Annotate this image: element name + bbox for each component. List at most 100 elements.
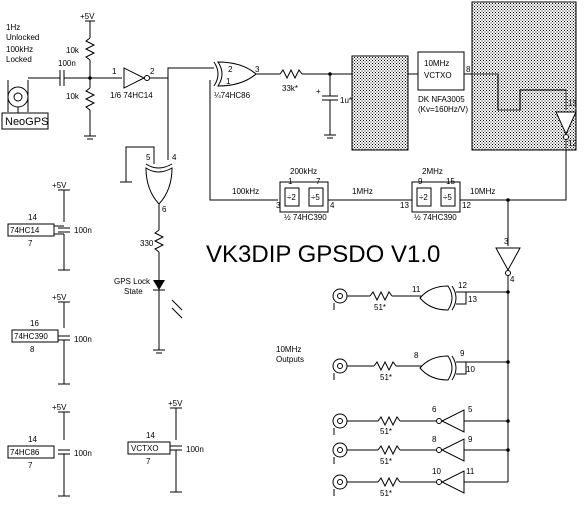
output-channel-4	[332, 438, 510, 464]
svg-text:+5V: +5V	[52, 403, 67, 412]
decoupling-74hc390: +5V 74HC390 16 8 100n	[11, 293, 92, 385]
divider-a-label: 200kHz	[290, 167, 317, 176]
vctxo-part-label: (Kv=160Hz/V)	[418, 105, 468, 114]
inverter-label: 1/6 74HC14	[110, 91, 153, 100]
pin-label: 10	[466, 365, 475, 374]
decoupling-74hc86: +5V 74HC86 14 7 100n	[7, 403, 92, 497]
led-resistor-label: 330	[140, 239, 154, 248]
xor-label: ¼74HC86	[214, 91, 251, 100]
xor-lock-detector	[145, 163, 173, 205]
filter-cap-label: 1u*	[340, 96, 352, 105]
pin-label: 8	[432, 435, 437, 444]
svg-text:÷2: ÷2	[287, 193, 296, 202]
pin-label: 6	[432, 405, 437, 414]
svg-text:14: 14	[28, 213, 37, 222]
svg-text:Locked: Locked	[6, 55, 32, 64]
pin-label: 15	[446, 177, 455, 186]
divider-1m: ÷2 ÷5	[411, 181, 461, 213]
output-resistor-label: 51*	[380, 373, 392, 382]
output-buffer-mid	[495, 247, 521, 272]
svg-text:÷5: ÷5	[311, 193, 320, 202]
pin-label: 13	[400, 201, 409, 210]
svg-text:+5V: +5V	[52, 181, 67, 190]
svg-text:100n: 100n	[74, 449, 92, 458]
pulldown-label: 10k	[66, 92, 80, 101]
pin-label: 1	[112, 67, 117, 76]
pin-label: 13	[568, 99, 577, 108]
lock-led	[153, 280, 165, 290]
pin-label: 5	[146, 153, 151, 162]
cap-in-label: 100n	[58, 59, 76, 68]
pullup-label: 10k	[66, 46, 80, 55]
svg-text:14: 14	[146, 431, 155, 440]
pin-label: 4	[510, 275, 515, 284]
vctxo-label: 10MHz	[424, 59, 449, 68]
decoupling-74hc14: +5V 74HC14 14 7 100n	[7, 181, 92, 271]
led-ray	[171, 299, 183, 311]
svg-text:16: 16	[30, 319, 39, 328]
pin-label: 12	[568, 139, 577, 148]
freq-100k: 100kHz	[232, 187, 259, 196]
output-resistor-label: 51*	[374, 303, 386, 312]
output-channel-5	[332, 470, 508, 496]
svg-text:14: 14	[28, 435, 37, 444]
pin-label: 5	[468, 405, 473, 414]
divider-part-label: ½ 74HC390	[284, 213, 327, 222]
pin-label: 3	[255, 65, 260, 74]
pin-label: 3	[504, 237, 509, 246]
svg-text:7: 7	[28, 461, 33, 470]
svg-text:1Hz: 1Hz	[6, 23, 20, 32]
svg-text:100n: 100n	[74, 226, 92, 235]
pin-label: 4	[172, 153, 177, 162]
hatched-region-left	[351, 55, 409, 151]
output-resistor-label: 51*	[380, 457, 392, 466]
pin-label: 11	[412, 285, 421, 294]
svg-text:7: 7	[146, 457, 151, 466]
pullup-resistor	[84, 37, 96, 61]
output-channel-2	[332, 355, 510, 381]
output-channel-1	[332, 285, 510, 311]
pin-label: 8	[414, 351, 419, 360]
schmitt-inverter	[123, 67, 146, 89]
svg-text:74HC86: 74HC86	[10, 448, 40, 457]
gps-connector	[7, 80, 29, 113]
svg-text:÷2: ÷2	[419, 193, 428, 202]
pin-label: 9	[418, 177, 423, 186]
svg-text:+5V: +5V	[168, 399, 183, 408]
pin-label: 1	[288, 177, 293, 186]
freq-10m: 10MHz	[470, 187, 495, 196]
pin-label: 12	[458, 281, 467, 290]
filter-resistor	[279, 68, 303, 80]
svg-text:7: 7	[28, 239, 33, 248]
svg-text:100kHz: 100kHz	[6, 45, 33, 54]
vctxo-part-label: DK NFA3005	[418, 95, 465, 104]
svg-text:100n: 100n	[186, 445, 204, 454]
divider-b-label: 2MHz	[422, 167, 443, 176]
decoupling-vctxo: +5V VCTXO 14 7 100n	[127, 399, 204, 493]
outputs-label: 10MHz	[276, 345, 301, 354]
pin-label: 10	[432, 467, 441, 476]
svg-text:8: 8	[30, 345, 35, 354]
pin-label: 9	[468, 435, 473, 444]
hatched-region-right	[471, 1, 577, 151]
supply-label-top: +5V	[80, 12, 95, 21]
output-resistor-label: 51*	[380, 489, 392, 498]
pin-label: 2	[228, 65, 233, 74]
pulldown-resistor	[84, 87, 96, 111]
svg-text:+5V: +5V	[52, 293, 67, 302]
gps-module-label: NeoGPS	[5, 116, 48, 128]
svg-text:74HC390: 74HC390	[14, 332, 48, 341]
led-label: State	[124, 287, 143, 296]
output-resistor-label: 51*	[380, 427, 392, 436]
pin-label: 13	[468, 295, 477, 304]
pin-label: 6	[162, 205, 167, 214]
schematic-title: VK3DIP GPSDO V1.0	[206, 241, 440, 268]
output-channel-3	[332, 409, 510, 435]
svg-text:74HC14: 74HC14	[10, 226, 40, 235]
vctxo-label: VCTXO	[424, 71, 452, 80]
pin-label: 12	[462, 201, 471, 210]
svg-text:VCTXO: VCTXO	[131, 444, 159, 453]
filter-resistor-label: 33k*	[282, 84, 298, 93]
pin-label: 8	[466, 65, 471, 74]
